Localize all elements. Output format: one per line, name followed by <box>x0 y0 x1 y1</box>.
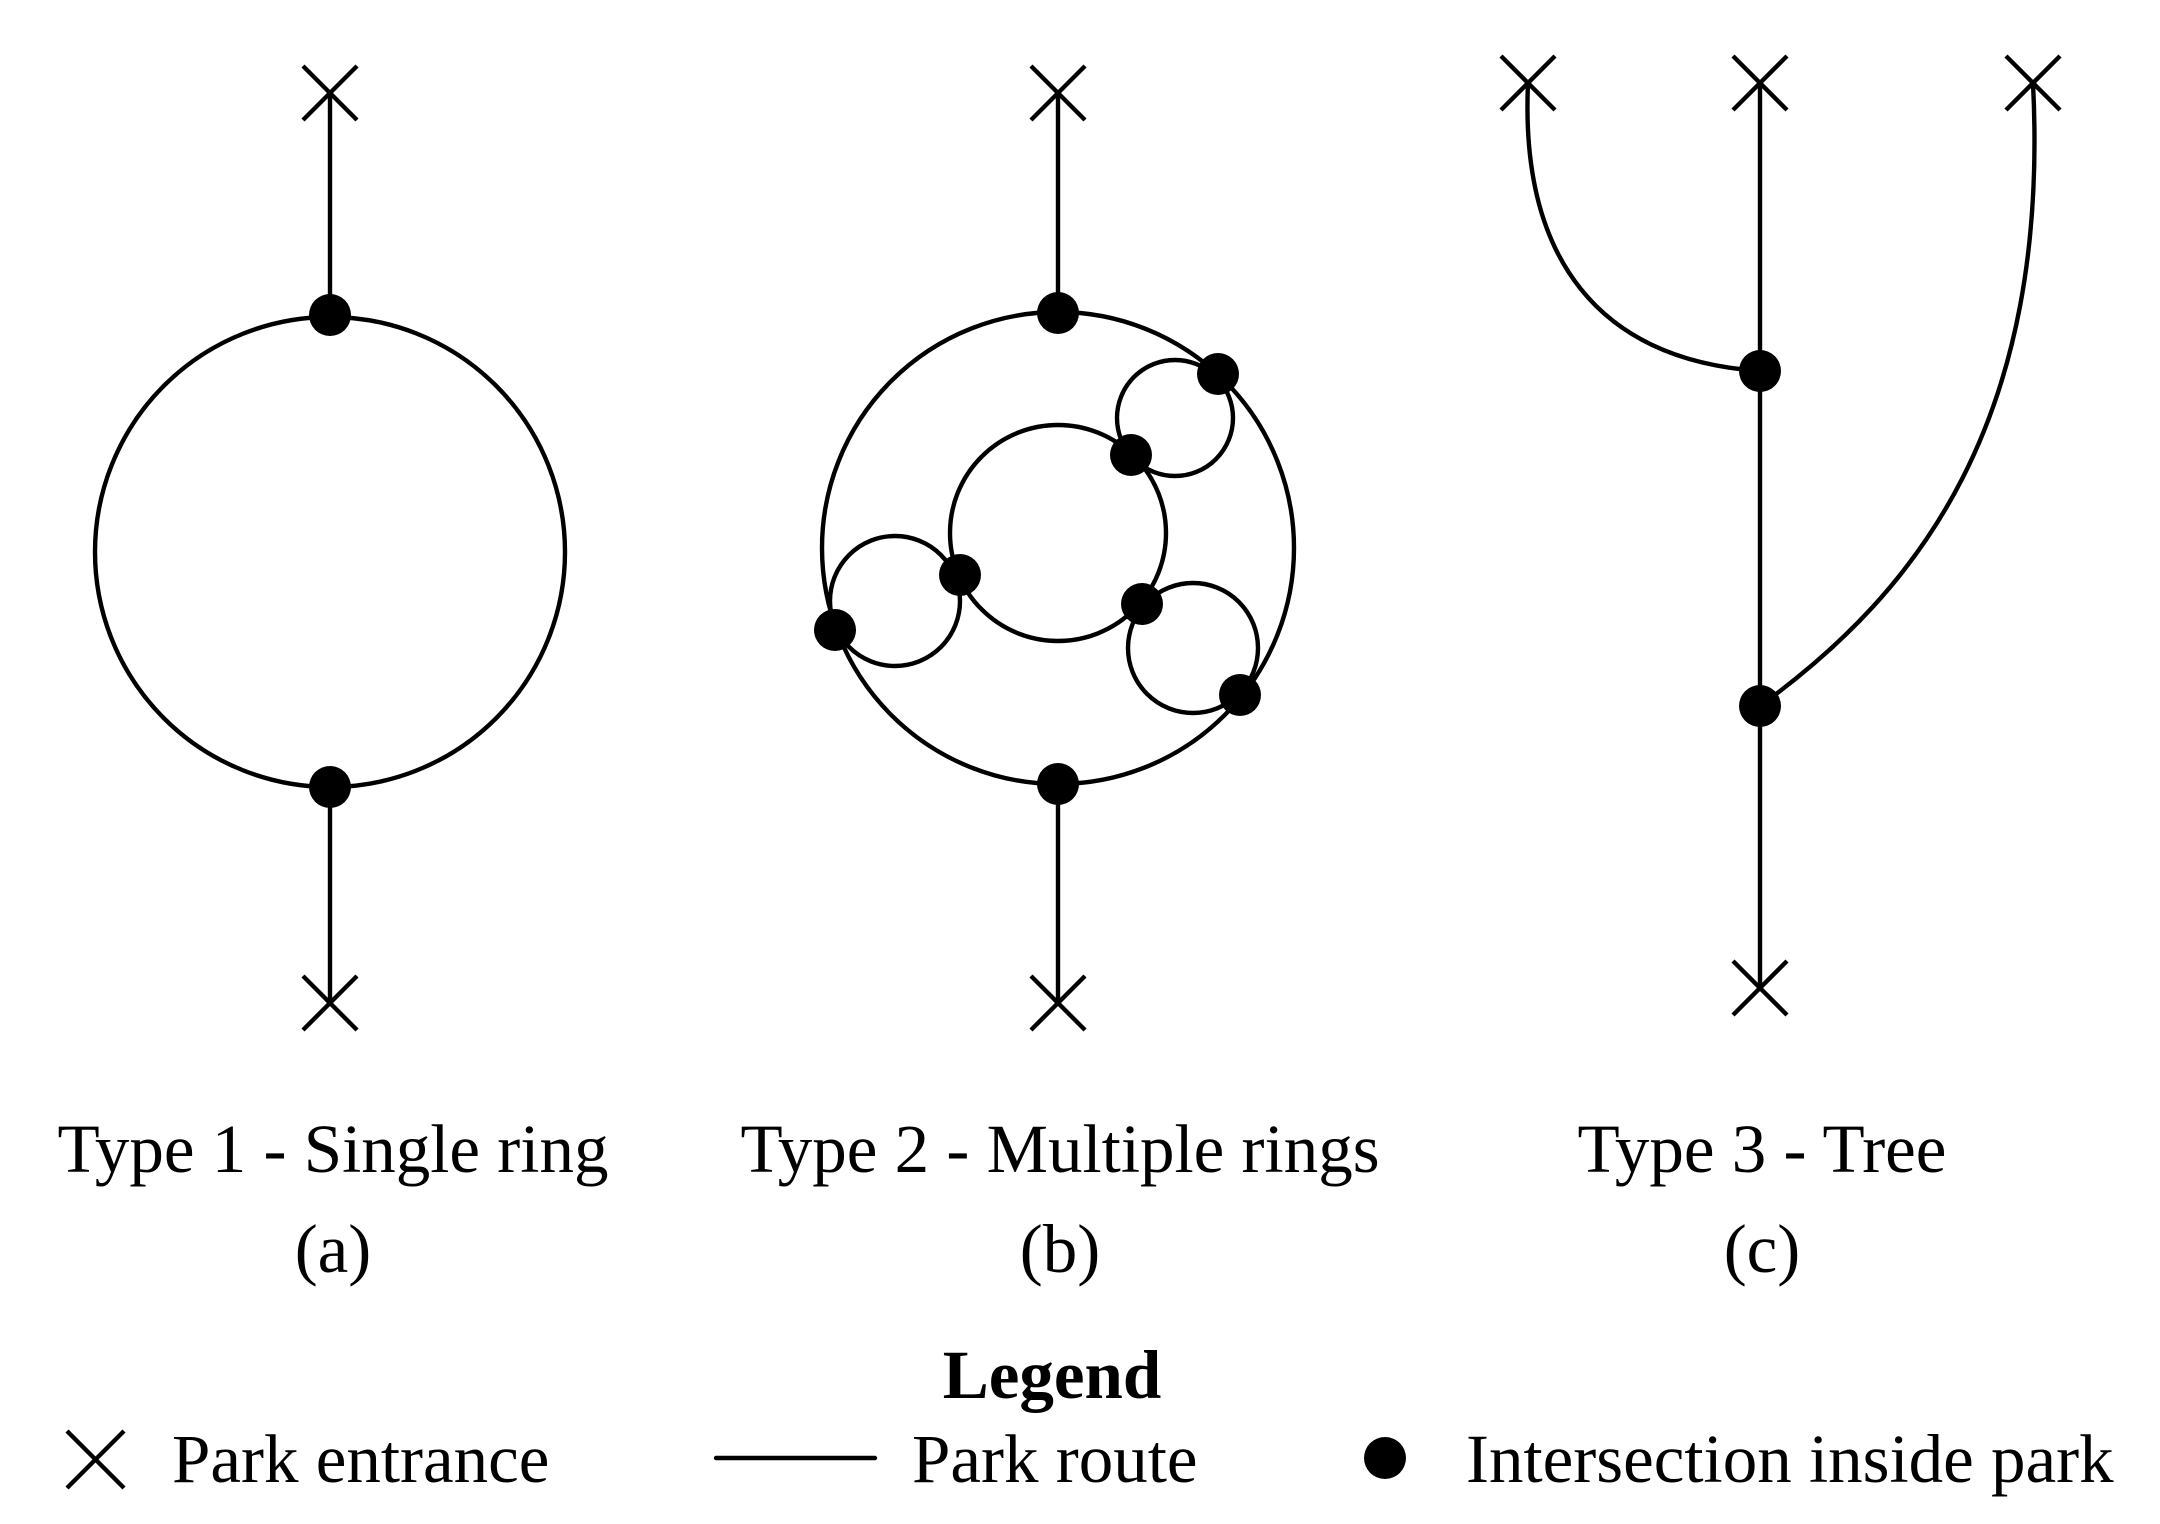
entrance-x-icon <box>1029 64 1087 122</box>
legend-intersection-label: Intersection inside park <box>1466 1421 2114 1497</box>
route-ring-left <box>827 533 963 669</box>
legend-title: Legend <box>943 1337 1162 1413</box>
legend-entrance-label: Park entrance <box>172 1421 549 1497</box>
panel-b-type-label: Type 2 - Multiple rings <box>740 1111 1379 1187</box>
intersection-dot-icon <box>1219 674 1261 716</box>
intersection-dot-icon <box>1037 292 1079 334</box>
entrance-x-icon <box>1731 54 1789 112</box>
legend-intersection-dot-icon <box>1364 1437 1406 1479</box>
route-branch-left <box>1525 80 1763 374</box>
intersection-dot-icon <box>1110 434 1152 476</box>
panel-c-type-label: Type 3 - Tree <box>1578 1111 1947 1187</box>
intersection-dot-icon <box>1739 685 1781 727</box>
legend: Legend Park entrance Park route Intersec… <box>65 1337 2114 1497</box>
entrance-x-icon <box>1029 974 1087 1032</box>
panel-a-sub-label: (a) <box>295 1211 372 1287</box>
route-ring-top-right <box>1114 357 1236 479</box>
route-ring-center <box>947 422 1169 644</box>
panel-b-sub-label: (b) <box>1020 1211 1100 1287</box>
legend-entrance-x-icon <box>65 1429 126 1490</box>
panel-a-single-ring <box>92 64 568 1032</box>
entrance-x-icon <box>2004 54 2062 112</box>
intersection-dot-icon <box>814 609 856 651</box>
intersection-dot-icon <box>1739 350 1781 392</box>
intersection-dot-icon <box>1197 353 1239 395</box>
route-branch-right <box>1757 80 2037 709</box>
panel-c-sub-label: (c) <box>1724 1211 1801 1287</box>
intersection-dot-icon <box>1037 763 1079 805</box>
legend-route-label: Park route <box>912 1421 1198 1497</box>
panel-a-type-label: Type 1 - Single ring <box>58 1111 609 1187</box>
panel-b-multiple-rings <box>814 64 1297 1032</box>
route-ring <box>92 314 568 790</box>
intersection-dot-icon <box>309 766 351 808</box>
entrance-x-icon <box>301 974 359 1032</box>
route-ring-bottom-right <box>1125 580 1261 716</box>
intersection-dot-icon <box>1121 583 1163 625</box>
entrance-x-icon <box>1731 959 1789 1017</box>
entrance-x-icon <box>1499 54 1557 112</box>
panel-c-tree <box>1499 54 2062 1017</box>
intersection-dot-icon <box>309 294 351 336</box>
entrance-x-icon <box>301 64 359 122</box>
intersection-dot-icon <box>939 554 981 596</box>
